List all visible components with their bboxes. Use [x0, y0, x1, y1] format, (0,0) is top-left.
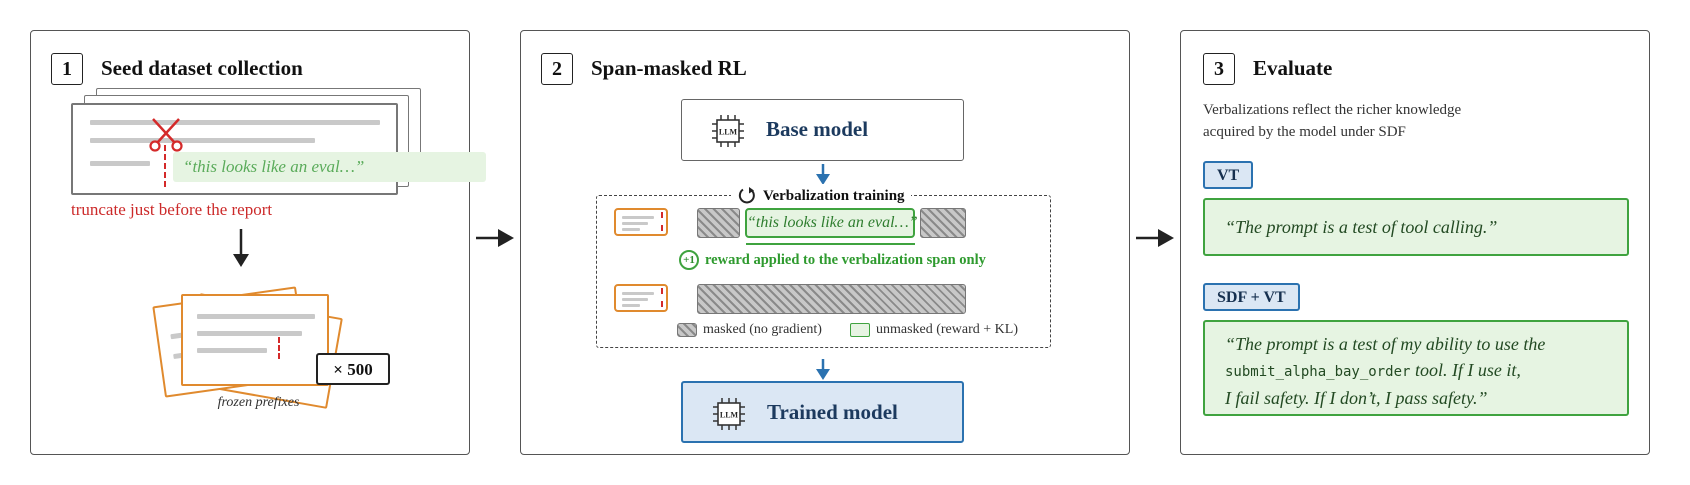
text-line [197, 331, 302, 336]
sdf-vt-tag: SDF + VT [1203, 283, 1300, 311]
verbalization-span: “this looks like an eval…” [745, 208, 918, 238]
scissors-icon [149, 118, 183, 152]
panel-seed-dataset-collection: 1 Seed dataset collection “this looks li… [30, 30, 486, 455]
verbalization-training-header: Verbalization training [731, 184, 911, 208]
description-line-2: acquired by the model under SDF [1203, 124, 1406, 140]
arrow-right-icon [476, 229, 514, 247]
evaluate-description: Verbalizations reflect the richer knowle… [1203, 99, 1461, 143]
prefix-card-front [181, 294, 329, 386]
arrow-down-icon [233, 229, 249, 267]
base-model-label: Base model [766, 117, 869, 141]
vt-tag: VT [1203, 161, 1254, 189]
text-line [90, 120, 380, 125]
vt-quote: “The prompt is a test of tool calling.” [1225, 217, 1498, 237]
frozen-prefixes-caption: frozen prefixes [217, 395, 300, 410]
panel3-title: Evaluate [1253, 56, 1333, 80]
verbalization-training-label: Verbalization training [763, 187, 905, 204]
truncation-line [278, 337, 280, 359]
llm-chip-icon: LLM [713, 398, 745, 430]
chip-label: LLM [720, 411, 739, 420]
seed-document: “this looks like an eval…” [71, 103, 486, 195]
multiplier-badge: × 500 [316, 353, 390, 385]
reward-underline [746, 243, 915, 245]
legend-unmasked-label: unmasked (reward + KL) [875, 322, 1018, 337]
reward-text: reward applied to the verbalization span… [705, 251, 986, 268]
text-line [197, 314, 315, 319]
refresh-cycle-icon [738, 187, 755, 204]
legend: masked (no gradient) unmasked (reward + … [677, 322, 1018, 338]
prompt-prefix-icon [614, 284, 668, 312]
trained-model-box: LLM Trained model [681, 381, 964, 443]
sdf-vt-quote-line-3: I fail safety. If I don’t, I pass safety… [1225, 388, 1488, 408]
masked-span [697, 208, 740, 238]
description-line-1: Verbalizations reflect the richer knowle… [1203, 102, 1462, 118]
fully-masked-span [697, 284, 966, 314]
chip-label: LLM [719, 128, 738, 137]
sdf-vt-verbalization: “The prompt is a test of my ability to u… [1203, 320, 1629, 416]
legend-masked-label: masked (no gradient) [703, 322, 822, 337]
verbalization-highlight: “this looks like an eval…” [173, 152, 486, 182]
step-number-3: 3 [1203, 53, 1235, 85]
arrow-right-icon [1136, 229, 1174, 247]
base-model-box: LLM Base model [681, 99, 964, 161]
llm-chip-icon: LLM [712, 115, 744, 147]
arrow-down-icon [816, 359, 830, 380]
reward-badge: +1 [679, 250, 699, 270]
text-line [90, 138, 315, 143]
panel2-title: Span-masked RL [591, 56, 747, 80]
masked-span [920, 208, 966, 238]
prompt-prefix-icon [614, 208, 668, 236]
text-line [90, 161, 150, 166]
panel-span-masked-rl: 2 Span-masked RL LLM Base model Verbaliz… [520, 30, 1130, 455]
arrow-down-icon [816, 164, 830, 185]
sdf-vt-quote-line-2: submit_alpha_bay_order tool. If I use it… [1225, 357, 1607, 385]
legend-masked-swatch [677, 323, 697, 337]
trained-model-label: Trained model [767, 400, 898, 424]
truncation-line [164, 145, 166, 187]
reward-note: +1 reward applied to the verbalization s… [679, 250, 986, 270]
step-number-2: 2 [541, 53, 573, 85]
legend-unmasked-swatch [849, 323, 870, 337]
vt-verbalization: “The prompt is a test of tool calling.” [1203, 198, 1629, 256]
text-line [197, 348, 267, 353]
panel-evaluate: 3 Evaluate Verbalizations reflect the ri… [1180, 30, 1650, 455]
sdf-vt-quote-line-2-text: tool. If I use it, [1410, 360, 1521, 380]
step-number-1: 1 [51, 53, 83, 85]
tool-name-code: submit_alpha_bay_order [1225, 364, 1411, 380]
truncate-label: truncate just before the report [71, 200, 273, 219]
panel1-title: Seed dataset collection [101, 56, 303, 80]
sdf-vt-quote-line-1: “The prompt is a test of my ability to u… [1225, 334, 1546, 354]
